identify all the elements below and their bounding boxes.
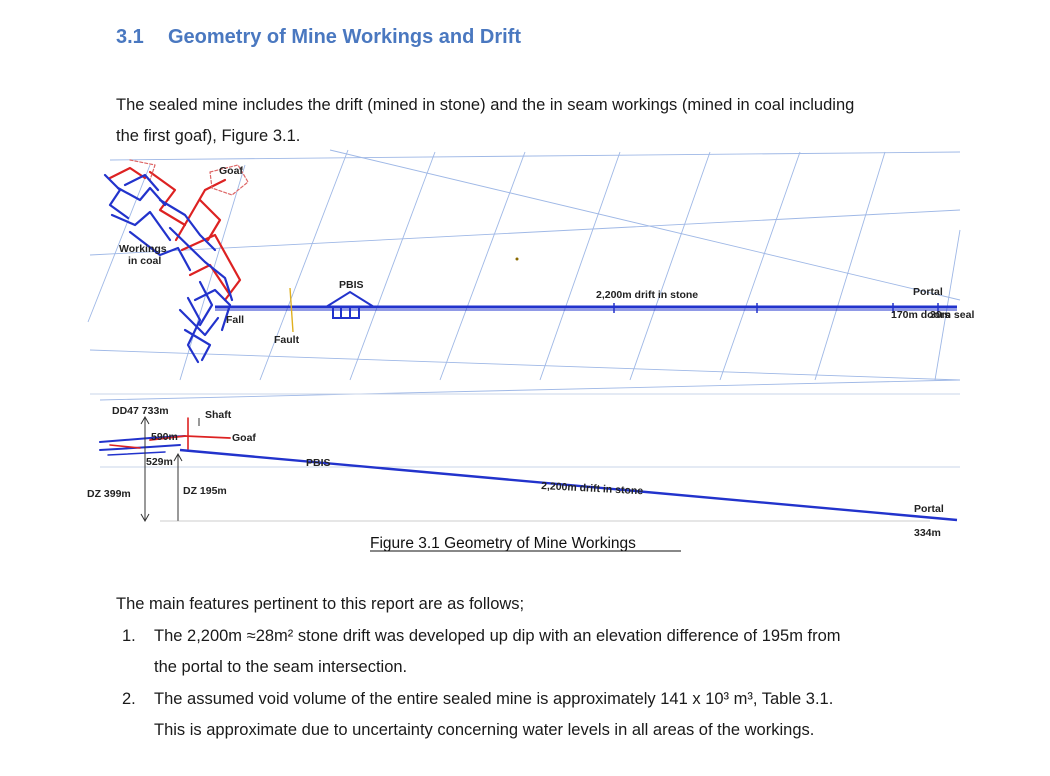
section-pbis-label: PBIS <box>306 457 331 469</box>
section-number: 3.1 <box>116 26 144 48</box>
section-heading: 3.1 Geometry of Mine Workings and Drift <box>116 26 521 49</box>
plan-fall-label: Fall <box>226 314 244 326</box>
section-workings <box>99 417 231 456</box>
intro-paragraph: The sealed mine includes the drift (mine… <box>116 90 946 152</box>
section-portal-label: Portal <box>914 503 944 515</box>
list-item-line: The assumed void volume of the entire se… <box>154 690 834 708</box>
plan-doors-label: 170m doors <box>891 309 950 321</box>
list-item-number: 2. <box>122 690 136 708</box>
section-dz195-label: DZ 195m <box>183 485 227 497</box>
section-title: Geometry of Mine Workings and Drift <box>168 26 521 48</box>
plan-workings-label-2: in coal <box>128 255 161 267</box>
plan-fault-label: Fault <box>274 334 300 346</box>
list-item-number: 1. <box>122 627 136 645</box>
list-item-line: the portal to the seam intersection. <box>154 658 408 676</box>
plan-seal-label: 30m seal <box>930 309 974 321</box>
intro-line: The sealed mine includes the drift (mine… <box>116 96 855 114</box>
section-drift-line <box>179 448 958 522</box>
section-590-label: 590m <box>151 431 178 443</box>
section-shaft-label: Shaft <box>205 409 232 421</box>
section-goaf-label: Goaf <box>232 432 256 444</box>
pbis-symbol <box>325 290 375 319</box>
plan-grid <box>87 149 961 401</box>
list-item-line: The 2,200m ≈28m² stone drift was develop… <box>154 627 841 645</box>
plan-drift-label: 2,200m drift in stone <box>596 289 698 301</box>
section-334-label: 334m <box>914 527 941 539</box>
fault-line <box>289 287 294 333</box>
section-529-label: 529m <box>146 456 173 468</box>
list-item-line: This is approximate due to uncertainty c… <box>154 721 815 739</box>
section-drift-label: 2,200m drift in stone <box>541 480 644 497</box>
section-dd47-label: DD47 733m <box>112 405 169 417</box>
features-intro: The main features pertinent to this repo… <box>116 595 525 613</box>
plan-portal-label: Portal <box>913 286 943 298</box>
coal-workings <box>103 159 249 364</box>
figure-caption: Figure 3.1 Geometry of Mine Workings <box>370 535 636 552</box>
mine-geometry-figure: Goaf Workings in coal Fall Fault PBIS 2,… <box>87 149 974 552</box>
intro-line: the first goaf), Figure 3.1. <box>116 127 301 145</box>
dimension-arrows <box>140 415 930 523</box>
plan-pbis-label: PBIS <box>339 279 364 291</box>
plan-workings-label: Workings <box>119 243 167 255</box>
section-dz399-label: DZ 399m <box>87 488 131 500</box>
plan-goaf-label: Goaf <box>219 165 243 177</box>
